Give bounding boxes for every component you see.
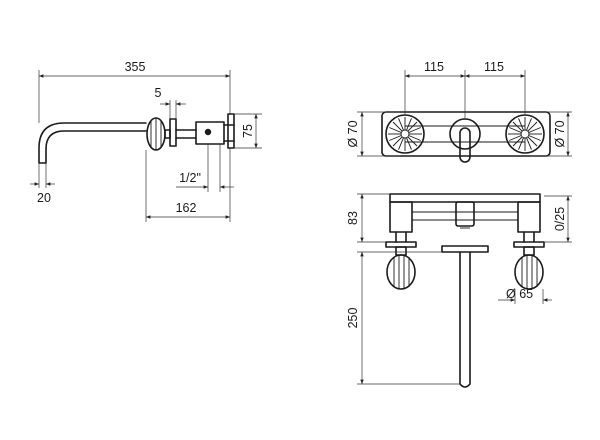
dim-height: 75 xyxy=(234,113,262,149)
front-body-right xyxy=(513,201,545,256)
label-0-25: 0/25 xyxy=(553,207,567,231)
top-handle-right xyxy=(505,114,545,154)
dim-spout-drop: 250 xyxy=(346,251,460,385)
valve-body xyxy=(175,113,235,149)
top-handle-left xyxy=(385,114,425,154)
spout xyxy=(38,122,147,164)
front-view: 83 0/25 Ø 65 250 xyxy=(346,193,572,388)
label-250: 250 xyxy=(346,308,360,329)
side-handle xyxy=(146,117,171,151)
dim-adjust-range: 0/25 xyxy=(544,195,572,243)
dim-overall-width: 355 xyxy=(38,60,231,123)
label-dia70-left: Ø 70 xyxy=(346,120,360,147)
side-view: 355 20 5 1/2" xyxy=(30,60,262,222)
front-body-left xyxy=(385,201,417,256)
dim-rosette-diameter: Ø 70 Ø 70 xyxy=(346,111,572,157)
label-5: 5 xyxy=(155,86,162,100)
label-355: 355 xyxy=(125,60,146,74)
label-162: 162 xyxy=(176,201,197,215)
front-handle-right xyxy=(514,254,544,290)
top-view: 115 115 Ø 70 Ø 70 xyxy=(346,60,572,163)
label-75: 75 xyxy=(241,124,255,138)
dim-thread: 1/2" xyxy=(176,144,234,192)
dim-handle-spacing: 115 115 xyxy=(404,60,526,119)
dim-plate-thickness: 5 xyxy=(155,86,186,119)
label-115-left: 115 xyxy=(424,60,444,74)
front-spout xyxy=(441,201,489,388)
dim-body-depth: 162 xyxy=(145,148,231,222)
front-handle-left xyxy=(386,254,416,290)
top-plate xyxy=(381,111,551,157)
label-115-right: 115 xyxy=(484,60,504,74)
wall-plate xyxy=(169,118,177,147)
label-thread: 1/2" xyxy=(179,171,201,185)
label-83: 83 xyxy=(346,211,360,225)
label-dia65: Ø 65 xyxy=(506,287,533,301)
dim-handle-diameter: Ø 65 xyxy=(498,287,552,304)
dim-rough-depth: 83 xyxy=(346,193,390,243)
label-20: 20 xyxy=(37,191,51,205)
dim-spout-end: 20 xyxy=(30,163,55,205)
label-dia70-right: Ø 70 xyxy=(553,120,567,147)
